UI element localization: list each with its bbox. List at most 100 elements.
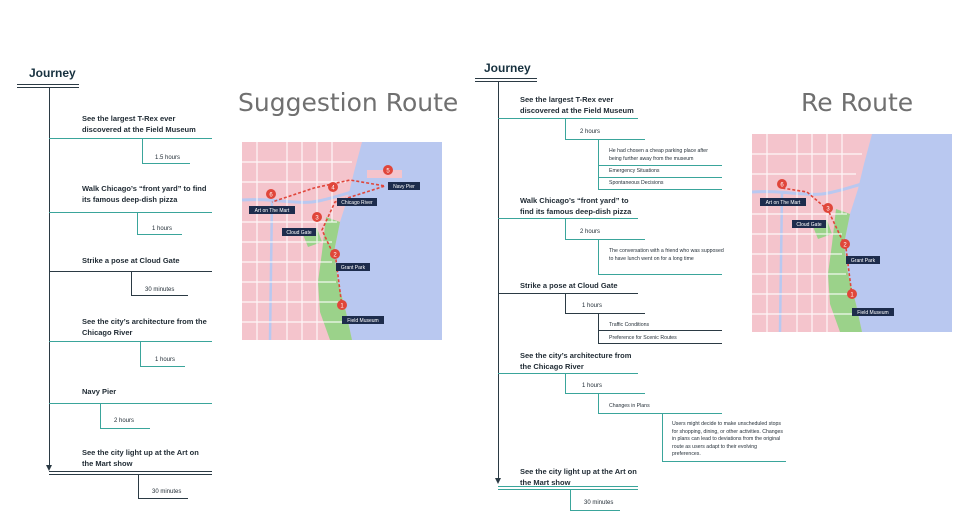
marker-2-icon[interactable]: 2 [330, 249, 340, 259]
divider [49, 474, 212, 475]
right-timeline-line [498, 81, 499, 478]
divider [498, 118, 638, 119]
divider [140, 341, 141, 366]
divider [100, 403, 101, 428]
divider [565, 313, 645, 314]
left-duration-6: 30 minutes [152, 489, 182, 495]
divider [131, 295, 188, 296]
divider [662, 413, 663, 461]
divider [662, 461, 786, 462]
right-journey-heading: Journey [484, 61, 531, 75]
right-detail-1-1: He had chosen a cheap parking place afte… [609, 148, 708, 162]
divider [498, 373, 638, 374]
divider [142, 163, 190, 164]
right-duration-4: 1 hours [582, 383, 603, 389]
divider [570, 489, 571, 510]
left-journey-heading: Journey [29, 66, 76, 80]
divider [100, 428, 150, 429]
divider [598, 274, 722, 275]
label-field-museum: Field Museum [347, 318, 378, 324]
label-art-on-the-mart: Art on The Mart [255, 208, 290, 214]
label-chicago-river: Chicago River [341, 200, 373, 206]
re-route-title: Re Route [801, 88, 914, 117]
divider [49, 341, 212, 342]
divider [565, 239, 645, 240]
marker-5-icon[interactable]: 5 [383, 165, 393, 175]
divider [598, 330, 722, 331]
divider [565, 393, 645, 394]
left-duration-5: 2 hours [114, 418, 135, 424]
svg-text:2: 2 [843, 243, 847, 249]
right-detail-1-3: Spontaneous Decisions [609, 180, 664, 186]
left-timeline-line [49, 87, 50, 465]
right-duration-3: 1 hours [582, 303, 603, 309]
divider [475, 81, 537, 82]
divider [498, 486, 638, 487]
divider [565, 218, 566, 239]
reroute-marker-3-icon[interactable]: 3 [823, 203, 833, 213]
divider [49, 138, 212, 139]
divider [138, 474, 139, 498]
divider [49, 271, 212, 272]
marker-6-icon[interactable]: 6 [266, 189, 276, 199]
divider [598, 313, 599, 343]
svg-text:2: 2 [333, 253, 337, 259]
right-step-3: Strike a pose at Cloud Gate [520, 281, 618, 290]
divider [570, 510, 620, 511]
divider [17, 84, 79, 85]
label-cloud-gate: Cloud Gate [286, 230, 312, 236]
left-duration-3: 30 minutes [145, 287, 175, 293]
svg-text:3: 3 [315, 216, 319, 222]
reroute-marker-6-icon[interactable]: 6 [777, 179, 787, 189]
divider [498, 218, 638, 219]
divider [142, 138, 143, 163]
svg-text:5: 5 [386, 169, 390, 175]
svg-text:3: 3 [826, 207, 830, 213]
right-step-5: See the city light up at the Art on the … [520, 467, 637, 487]
right-step-2: Walk Chicago’s “front yard” to find its … [520, 196, 632, 216]
reroute-marker-2-icon[interactable]: 2 [840, 239, 850, 249]
label-navy-pier: Navy Pier [393, 184, 415, 190]
marker-3-icon[interactable]: 3 [312, 212, 322, 222]
right-detail-4-1: Changes in Plans [609, 403, 650, 409]
divider [598, 393, 599, 413]
divider [137, 234, 182, 235]
divider [598, 165, 722, 166]
suggestion-route-title: Suggestion Route [238, 88, 459, 117]
reroute-label-art-on-the-mart: Art on The Mart [766, 200, 801, 206]
re-route-map: 1 2 3 6 Field Museum Grant Park Cloud Ga… [752, 134, 952, 332]
right-step-1: See the largest T-Rex ever discovered at… [520, 95, 634, 115]
reroute-marker-1-icon[interactable]: 1 [847, 289, 857, 299]
marker-4-icon[interactable]: 4 [328, 182, 338, 192]
divider [598, 239, 599, 274]
right-detail-4-2: Users might decide to make unscheduled s… [672, 421, 784, 457]
divider [498, 489, 638, 490]
divider [598, 343, 722, 344]
marker-1-icon[interactable]: 1 [337, 300, 347, 310]
divider [498, 293, 638, 294]
label-grant-park: Grant Park [341, 265, 366, 271]
divider [598, 139, 599, 189]
svg-text:1: 1 [850, 293, 854, 299]
divider [565, 293, 566, 313]
right-detail-3-2: Preference for Scenic Routes [609, 335, 677, 341]
reroute-label-cloud-gate: Cloud Gate [796, 222, 822, 228]
divider [138, 498, 188, 499]
left-step-1: See the largest T-Rex ever discovered at… [82, 114, 196, 134]
left-duration-4: 1 hours [155, 357, 176, 363]
divider [49, 403, 212, 404]
right-detail-1-2: Emergency Situations [609, 168, 660, 174]
left-step-4: See the city’s architecture from the Chi… [82, 317, 207, 337]
divider [565, 139, 645, 140]
reroute-label-grant-park: Grant Park [851, 258, 876, 264]
divider [49, 212, 212, 213]
left-step-5: Navy Pier [82, 387, 117, 396]
svg-text:6: 6 [269, 193, 273, 199]
right-duration-5: 30 minutes [584, 500, 614, 506]
divider [598, 177, 722, 178]
divider [565, 373, 566, 393]
right-detail-2-1: The conversation with a friend who was s… [609, 248, 724, 262]
divider [565, 118, 566, 139]
divider [598, 189, 722, 190]
svg-text:1: 1 [340, 304, 344, 310]
